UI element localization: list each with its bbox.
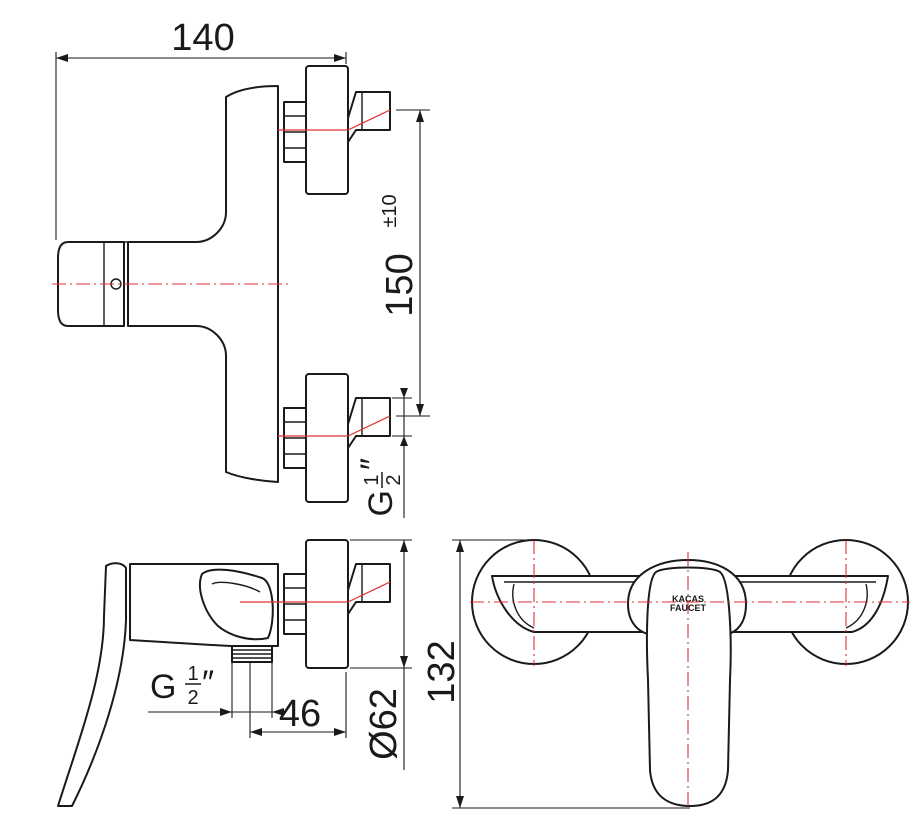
- thread-inlet-denominator: 2: [383, 474, 405, 485]
- front-view: KACAS FAUCET 132: [421, 539, 910, 809]
- thread-outlet-denominator: 2: [187, 687, 198, 709]
- dimension-width-label: 140: [171, 17, 234, 59]
- dimension-rosette-label: Ø62: [363, 688, 405, 760]
- dimension-width: 140: [55, 17, 347, 240]
- dimension-thread-outlet: G 1 2 ″: [148, 662, 284, 718]
- side-view-lever: [57, 562, 127, 807]
- thread-inlet-numerator: 1: [361, 474, 383, 485]
- dimension-inlet-spacing: 150 ±10: [379, 109, 430, 417]
- dimension-depth: 46: [249, 662, 347, 738]
- dimension-depth-label: 46: [279, 693, 321, 735]
- dimension-thread-inlet: G 1 2 ″: [354, 388, 412, 518]
- side-view: G 1 2 ″ 46 Ø62: [57, 539, 412, 807]
- dimension-height: 132: [421, 539, 690, 809]
- lower-inlet: [278, 373, 391, 503]
- logo-line-1: KACAS: [672, 594, 704, 604]
- thread-outlet-unit: ″: [202, 664, 214, 702]
- top-view-handle: [57, 241, 125, 327]
- thread-outlet-letter: G: [150, 668, 176, 706]
- dimension-inlet-spacing-tolerance: ±10: [379, 194, 401, 227]
- thread-inlet-unit: ″: [354, 458, 392, 470]
- thread-inlet-letter: G: [362, 490, 400, 516]
- dimension-rosette: Ø62: [350, 539, 412, 770]
- dimension-inlet-spacing-label: 150: [379, 253, 421, 316]
- top-view: 140 150 ±10 G 1 2 ″: [52, 17, 430, 518]
- thread-outlet-numerator: 1: [187, 663, 198, 685]
- front-view-handle: [645, 566, 732, 807]
- dimension-height-label: 132: [421, 640, 463, 703]
- upper-inlet: [278, 65, 391, 195]
